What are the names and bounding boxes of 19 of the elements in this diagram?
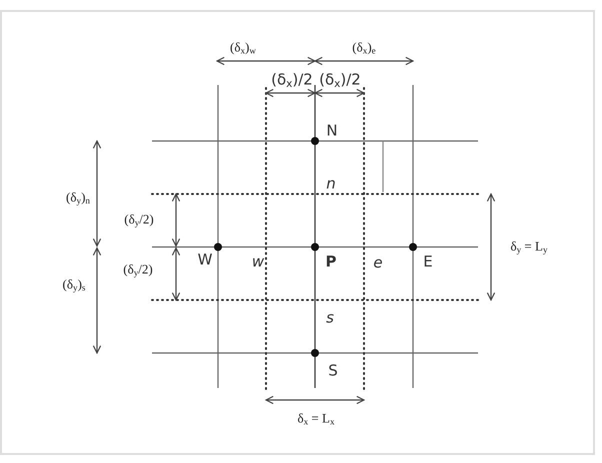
- dimension-label: (δ$_{x}$)$_{e}$: [352, 40, 376, 56]
- node-label: E: [423, 254, 433, 270]
- dimension-label: (δ$_{y}$/2): [124, 212, 154, 228]
- dimension-label: δ$_{x}$ = L$_{x}$: [298, 411, 334, 427]
- dimension-label: δ$_{y}$ = L$_{y}$: [510, 239, 548, 255]
- node-label: S: [328, 364, 338, 378]
- dimension-label: (δ$_{y}$)$_{n}$: [66, 190, 90, 206]
- dimension-label: (δ$_{x}$)/2: [319, 72, 361, 90]
- face-label: e: [373, 256, 383, 270]
- dimension-label: (δ$_{x}$)$_{w}$: [230, 40, 256, 56]
- face-label: n: [326, 176, 336, 192]
- face-label: s: [326, 310, 334, 326]
- face-label: w: [252, 254, 264, 270]
- dimension-label: (δ$_{y}$)$_{s}$: [62, 277, 86, 293]
- node-label: P: [326, 254, 336, 270]
- dimension-label: (δ$_{y}$/2): [123, 262, 153, 278]
- node-label: N: [326, 124, 338, 138]
- dimension-label: (δ$_{x}$)/2: [271, 72, 313, 90]
- node-label: W: [198, 252, 212, 268]
